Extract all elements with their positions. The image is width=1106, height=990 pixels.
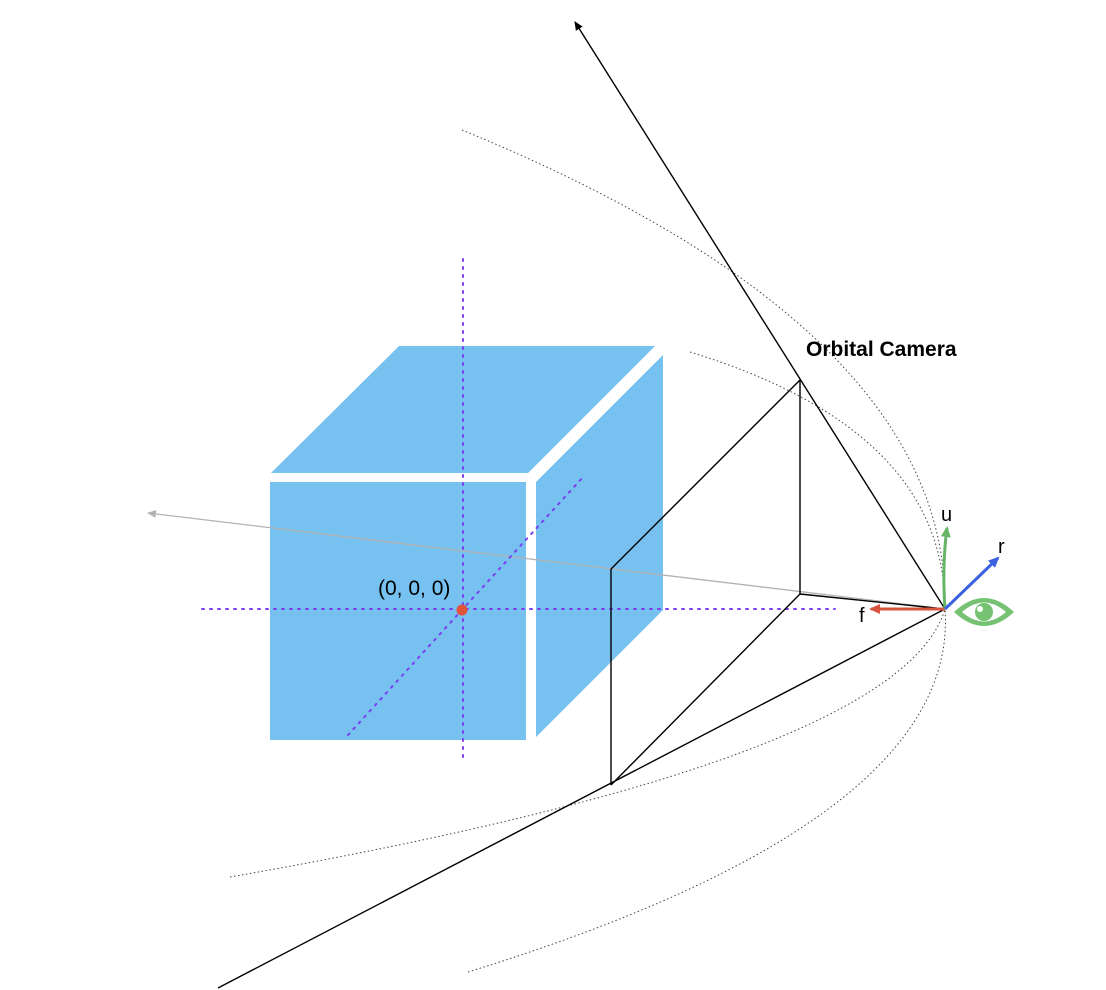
frustum-edge-near-mid xyxy=(799,593,946,610)
orbit-arc-inner xyxy=(689,351,946,610)
cube-side-face xyxy=(536,355,663,737)
orbit-arc-outer xyxy=(461,129,946,610)
forward-label: f xyxy=(859,605,865,627)
near-plane-top xyxy=(610,379,801,570)
up-vector xyxy=(940,526,951,610)
origin-point xyxy=(456,604,468,616)
right-label: r xyxy=(998,536,1005,558)
near-plane-bottom xyxy=(610,593,801,786)
orbit-arcs xyxy=(229,129,946,973)
up-label: u xyxy=(941,504,952,526)
orbit-arc-lower-left xyxy=(229,608,946,878)
cube xyxy=(270,346,663,740)
eye-icon xyxy=(954,598,1014,626)
cube-top-face xyxy=(271,346,655,473)
frustum-edge-top xyxy=(574,21,946,610)
diagram-title: Orbital Camera xyxy=(806,338,957,361)
cube-front-face xyxy=(270,482,526,740)
frustum-edge-bottom xyxy=(217,608,946,989)
origin-label: (0, 0, 0) xyxy=(378,577,450,600)
origin-axes xyxy=(201,258,836,764)
origin-axis-z xyxy=(347,475,585,736)
view-ray xyxy=(147,509,946,610)
camera-frustum xyxy=(217,21,946,989)
right-vector xyxy=(943,556,1000,611)
orbit-arc-lower-right xyxy=(467,608,946,973)
